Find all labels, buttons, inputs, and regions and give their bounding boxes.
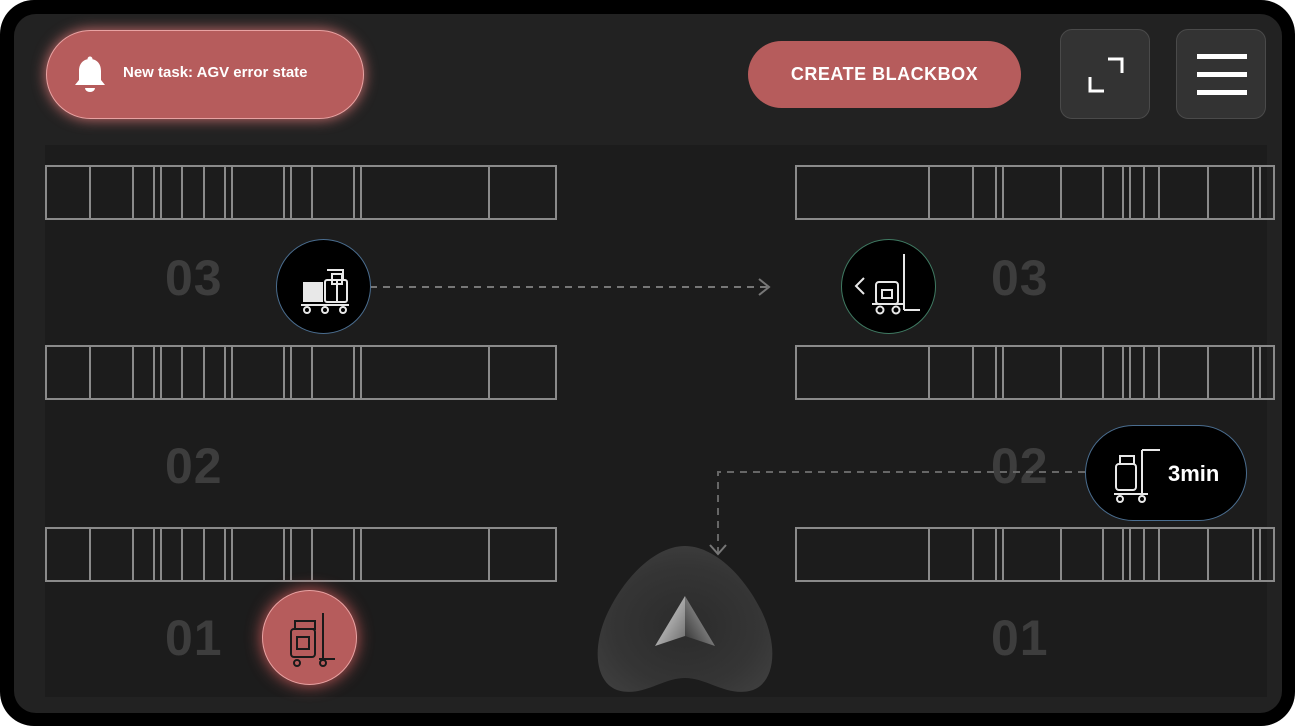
menu-button[interactable] bbox=[1176, 29, 1266, 119]
hamburger-menu-icon bbox=[1197, 54, 1247, 95]
zone-label-right-02: 02 bbox=[991, 438, 1049, 494]
task-notification[interactable]: New task: AGV error state bbox=[46, 30, 364, 119]
forklift-icon bbox=[854, 254, 920, 315]
zone-label-left-02: 02 bbox=[165, 438, 223, 494]
warehouse-map[interactable]: 03 02 01 03 02 01 bbox=[45, 145, 1275, 700]
agv-eta-marker[interactable]: 3min bbox=[1085, 425, 1247, 521]
zone-label-left-03: 03 bbox=[165, 250, 223, 306]
route-paths bbox=[370, 278, 1085, 556]
screen: 03 02 01 03 02 01 bbox=[14, 14, 1282, 713]
forklift-marker[interactable] bbox=[841, 239, 936, 334]
rack-left-middle bbox=[45, 345, 557, 400]
notification-text: New task: AGV error state bbox=[123, 64, 308, 81]
agv-marker-loaded[interactable] bbox=[276, 239, 371, 334]
expand-icon bbox=[1088, 57, 1124, 93]
bell-icon bbox=[75, 56, 105, 92]
zone-label-right-01: 01 bbox=[991, 610, 1049, 666]
current-position-marker[interactable] bbox=[593, 540, 778, 700]
agv-cart-error-icon bbox=[290, 613, 335, 667]
create-blackbox-button[interactable]: CREATE BLACKBOX bbox=[748, 41, 1021, 108]
agv-error-marker[interactable] bbox=[262, 590, 357, 685]
expand-button[interactable] bbox=[1060, 29, 1150, 119]
agv-cart-icon bbox=[1114, 449, 1160, 503]
rack-right-top bbox=[795, 165, 1275, 220]
eta-label: 3min bbox=[1168, 461, 1220, 486]
zone-label-left-01: 01 bbox=[165, 610, 223, 666]
agv-cart-loaded-icon bbox=[301, 269, 349, 314]
rack-left-bottom bbox=[45, 527, 557, 582]
rack-right-middle bbox=[795, 345, 1275, 400]
rack-right-bottom bbox=[795, 527, 1275, 582]
rack-left-top bbox=[45, 165, 557, 220]
zone-label-right-03: 03 bbox=[991, 250, 1049, 306]
navigation-arrow-icon bbox=[655, 596, 685, 646]
